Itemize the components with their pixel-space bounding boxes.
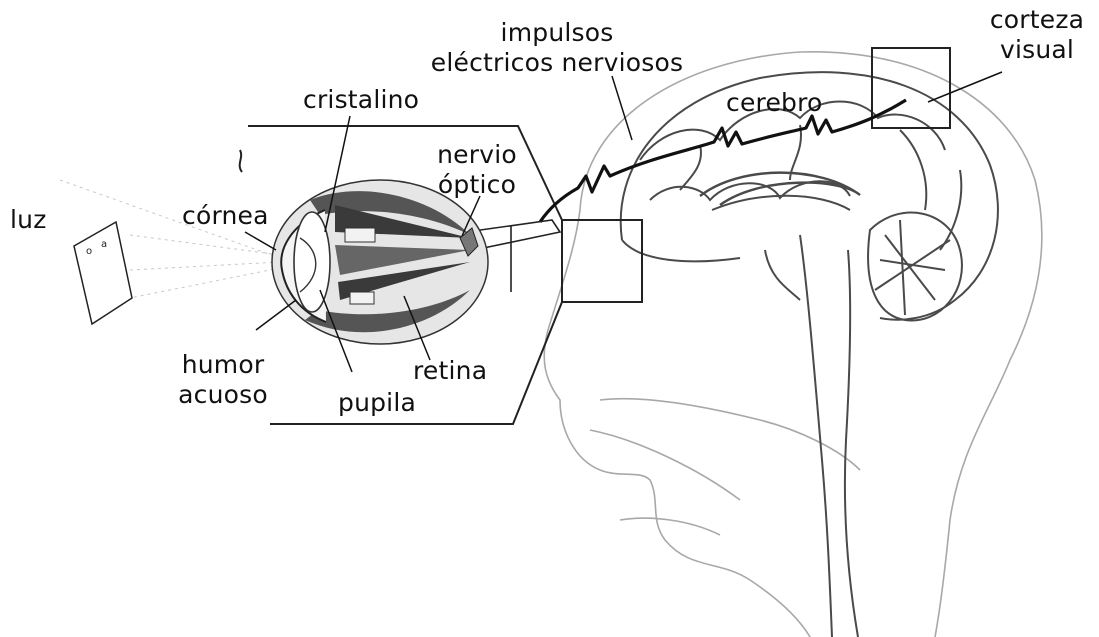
label-retina: retina	[413, 356, 487, 386]
label-corteza-line-2: visual	[978, 35, 1096, 65]
label-impulsos: impulsos eléctricos nerviosos	[423, 18, 691, 78]
label-impulsos-line-1: impulsos	[423, 18, 691, 48]
label-nervio-line-2: óptico	[426, 170, 528, 200]
label-humor-acuoso: humor acuoso	[170, 350, 276, 410]
label-humor-line-1: humor	[170, 350, 276, 380]
svg-text:o: o	[86, 246, 92, 257]
label-cornea: córnea	[182, 201, 269, 231]
eyeball	[272, 180, 488, 344]
label-cerebro: cerebro	[726, 88, 823, 118]
label-impulsos-line-2: eléctricos nerviosos	[423, 48, 691, 78]
cerebellum	[868, 213, 962, 321]
label-corteza-line-1: corteza	[978, 5, 1096, 35]
head-outline	[544, 52, 1042, 637]
svg-text:a: a	[101, 239, 107, 250]
label-cristalino: cristalino	[303, 85, 419, 115]
ink-mark	[240, 150, 242, 172]
label-humor-line-2: acuoso	[170, 380, 276, 410]
label-luz: luz	[10, 205, 47, 235]
brainstem	[765, 235, 858, 637]
label-nervio-optico: nervio óptico	[426, 140, 528, 200]
label-nervio-line-1: nervio	[426, 140, 528, 170]
paper-object: o a	[74, 222, 132, 324]
label-corteza-visual: corteza visual	[978, 5, 1096, 65]
label-pupila: pupila	[338, 388, 416, 418]
